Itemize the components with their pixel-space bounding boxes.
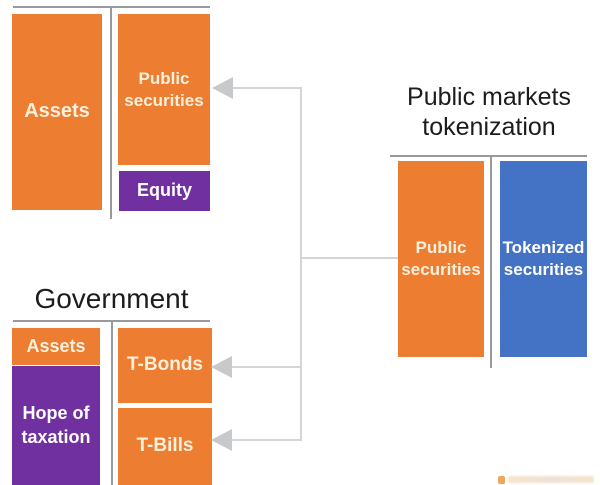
arrow-left-icon [212,77,233,99]
government-assets-label: Assets [26,335,86,356]
government-t-bonds-box: T-Bonds [118,328,212,403]
company-public-securities-box: Public securities [118,14,210,165]
tokenization-account-top-rule [390,155,587,157]
connector-branch-to-public-securities [232,87,302,89]
company-public-securities-label: Public securities [124,68,204,110]
arrow-left-icon [211,429,232,451]
tokenization-public-securities-box: Public securities [398,161,484,357]
company-account-divider [110,6,112,219]
connector-branch-from-tokenization [300,257,398,259]
watermark-icon [498,476,505,484]
government-t-bills-box: T-Bills [118,408,212,485]
government-hope-of-taxation-label: Hope of taxation [21,403,91,447]
watermark-logo [498,476,594,485]
tokenization-title: Public markets tokenization [407,83,571,141]
tokenized-securities-box: Tokenized securities [500,161,587,357]
company-assets-box: Assets [12,14,102,210]
arrow-left-icon [211,356,232,378]
connector-trunk-line [300,88,302,441]
government-account-divider [111,320,113,485]
watermark-text-streak [508,476,594,483]
government-hope-of-taxation-box: Hope of taxation [12,366,100,485]
government-t-bills-label: T-Bills [136,435,194,457]
government-assets-box: Assets [12,328,100,365]
connector-branch-to-t-bills [230,439,302,441]
tokenized-securities-label: Tokenized securities [502,238,585,279]
company-assets-label: Assets [24,100,90,123]
tokenization-public-securities-label: Public securities [401,238,481,279]
government-title: Government [34,283,189,314]
company-equity-label: Equity [136,180,192,201]
government-t-bonds-label: T-Bonds [127,354,203,376]
company-equity-box: Equity [119,171,210,211]
tokenization-account-divider [490,155,492,368]
connector-branch-to-t-bonds [230,366,302,368]
